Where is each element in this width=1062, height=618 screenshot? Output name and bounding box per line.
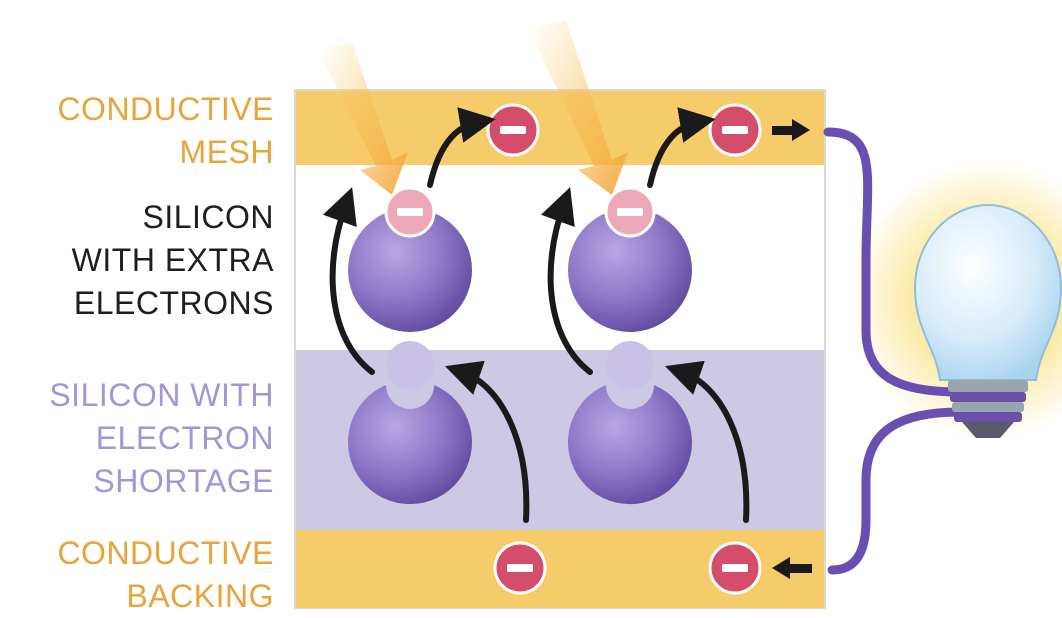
label-line: WITH EXTRA: [72, 239, 274, 282]
label-line: CONDUCTIVE: [57, 88, 274, 131]
electron-icon: [386, 188, 434, 236]
label-line: ELECTRONS: [72, 282, 274, 325]
conductive-mesh-label: CONDUCTIVE MESH: [57, 88, 274, 174]
label-line: BACKING: [57, 575, 274, 618]
label-line: MESH: [57, 131, 274, 174]
label-line: SILICON WITH: [49, 374, 274, 417]
electron-icon: [495, 543, 545, 593]
p-type-silicon-label: SILICON WITH ELECTRON SHORTAGE: [49, 374, 274, 503]
label-line: SILICON: [72, 196, 274, 239]
electron-icon: [710, 105, 760, 155]
label-line: ELECTRON: [49, 417, 274, 460]
conductive-backing-label: CONDUCTIVE BACKING: [57, 532, 274, 618]
n-type-silicon-label: SILICON WITH EXTRA ELECTRONS: [72, 196, 274, 325]
electron-icon: [606, 188, 654, 236]
label-line: CONDUCTIVE: [57, 532, 274, 575]
electron-icon: [710, 543, 760, 593]
label-line: SHORTAGE: [49, 460, 274, 503]
wire-bottom: [832, 412, 960, 570]
electron-icon: [488, 105, 538, 155]
